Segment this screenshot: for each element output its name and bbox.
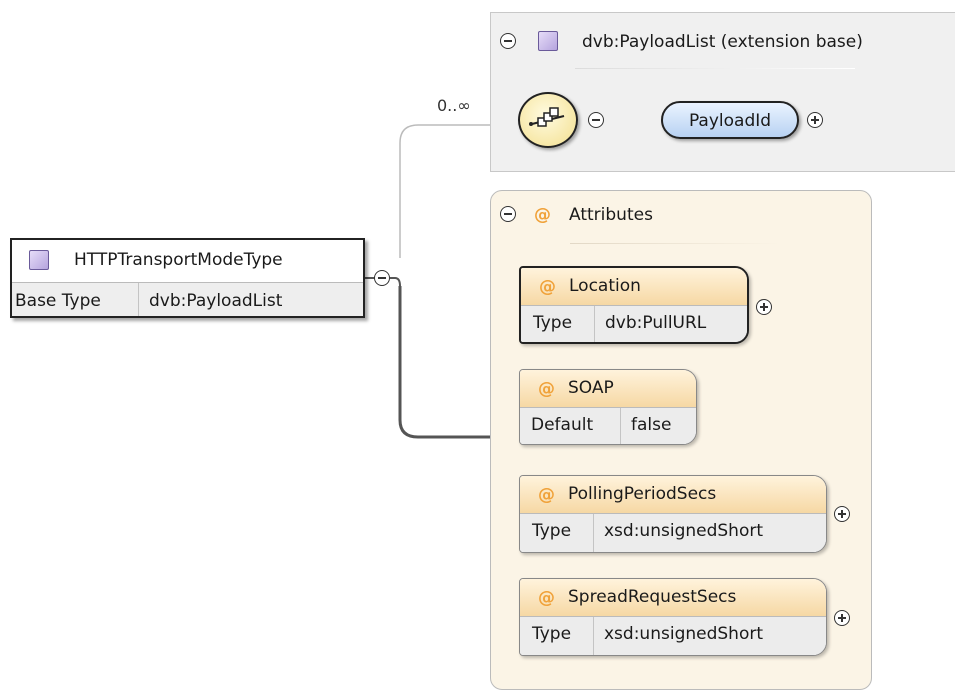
expand-icon[interactable] [807,112,823,128]
type-header: HTTPTransportModeType [12,240,363,282]
collapse-icon[interactable] [500,206,516,222]
divider [575,68,855,69]
attribute-soap[interactable]: @ SOAP Default false [519,369,697,445]
attribute-icon: @ [538,485,555,505]
complex-type-icon [29,250,49,270]
attribute-type-row: Type dvb:PullURL [521,305,747,342]
complex-type-box[interactable]: HTTPTransportModeType Base Type dvb:Payl… [10,238,365,318]
row-label: Type [532,624,572,644]
attribute-type-row: Type xsd:unsignedShort [520,616,826,655]
extension-base-panel [490,12,955,172]
collapse-connector [390,277,401,287]
divider [593,617,594,655]
row-label: Type [532,521,572,541]
attribute-icon: @ [538,379,555,399]
attribute-header: @ SOAP [520,370,696,407]
row-value: xsd:unsignedShort [604,624,764,644]
collapse-icon[interactable] [588,112,604,128]
type-name: HTTPTransportModeType [74,250,283,270]
divider [570,243,780,244]
attributes-title: Attributes [569,205,653,225]
attribute-icon: @ [534,205,551,225]
collapse-icon[interactable] [374,270,390,286]
divider [620,408,621,444]
cardinality-label: 0..∞ [437,96,471,115]
sequence-compositor[interactable] [518,92,578,148]
attribute-header: @ SpreadRequestSecs [520,579,826,616]
divider [594,306,595,342]
attribute-header: @ PollingPeriodSecs [520,476,826,513]
attribute-icon: @ [539,277,556,297]
row-label: Base Type [15,291,101,311]
row-label: Type [533,313,573,333]
expand-icon[interactable] [834,610,850,626]
attribute-spreadrequestsecs[interactable]: @ SpreadRequestSecs Type xsd:unsignedSho… [519,578,827,656]
expand-icon[interactable] [756,299,772,315]
attribute-icon: @ [538,588,555,608]
row-value: dvb:PayloadList [149,291,283,311]
row-value: dvb:PullURL [605,313,707,333]
attribute-name: PollingPeriodSecs [568,484,717,504]
element-name: PayloadId [688,111,772,131]
divider [138,283,139,316]
attribute-type-row: Type xsd:unsignedShort [520,513,826,552]
complex-type-icon [538,31,558,51]
row-value: false [631,415,672,435]
collapse-icon[interactable] [500,33,516,49]
attribute-pollingperiodsecs[interactable]: @ PollingPeriodSecs Type xsd:unsignedSho… [519,475,827,553]
attribute-name: Location [569,276,641,296]
attribute-name: SpreadRequestSecs [568,587,737,607]
attribute-location[interactable]: @ Location Type dvb:PullURL [519,266,749,344]
row-value: xsd:unsignedShort [604,521,764,541]
divider [593,514,594,552]
thin-connector [399,124,490,258]
thick-connector [398,286,490,439]
type-base-row: Base Type dvb:PayloadList [12,282,363,316]
expand-icon[interactable] [834,506,850,522]
sequence-icon [529,107,565,127]
row-label: Default [531,415,594,435]
attribute-name: SOAP [568,378,614,398]
extension-base-title: dvb:PayloadList (extension base) [582,32,863,52]
attribute-default-row: Default false [520,407,696,444]
attribute-header: @ Location [521,268,747,305]
payloadid-element[interactable]: PayloadId [661,101,799,139]
